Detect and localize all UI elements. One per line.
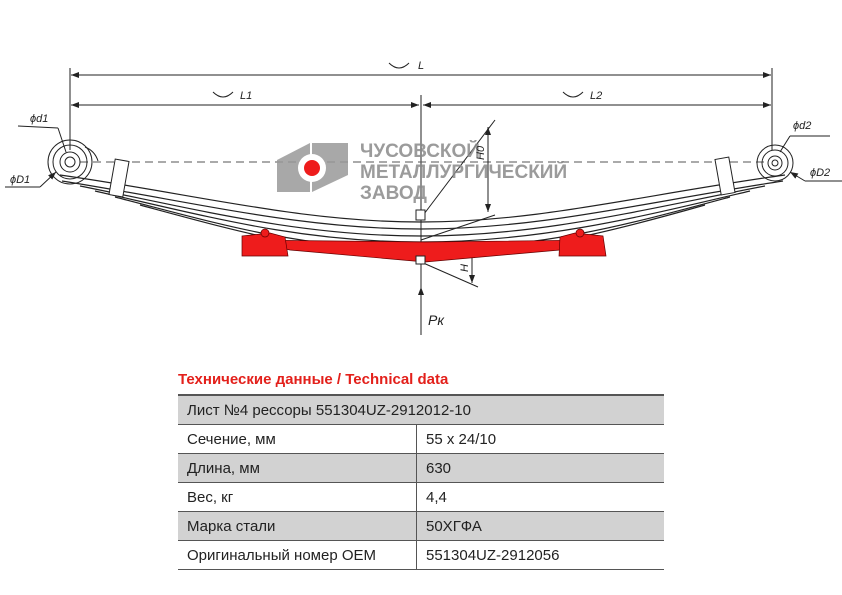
dim-d2-label: ϕd2: [793, 120, 811, 132]
dim-L1-label: L1: [240, 90, 252, 102]
svg-text:ЧУСОВСКОЙ: ЧУСОВСКОЙ: [360, 140, 480, 162]
row-value: 50ХГФА: [416, 511, 664, 541]
row-value: 55 x 24/10: [416, 424, 664, 454]
svg-text:МЕТАЛЛУРГИЧЕСКИЙ: МЕТАЛЛУРГИЧЕСКИЙ: [360, 161, 567, 183]
row-value: 4,4: [416, 482, 664, 512]
part-name: Лист №4 рессоры 551304UZ-2912012-10: [178, 394, 664, 425]
left-eye: [5, 125, 99, 188]
svg-text:ЗАВОД: ЗАВОД: [360, 183, 427, 204]
dim-H-label: H: [459, 264, 471, 272]
row-label: Сечение, мм: [178, 424, 417, 454]
dim-L2-label: L2: [590, 90, 602, 102]
spring-seat-bracket: [241, 228, 607, 263]
leaf-spring-drawing: ЧУСОВСКОЙ МЕТАЛЛУРГИЧЕСКИЙ ЗАВОД L L1 L2…: [5, 60, 842, 335]
dim-D2-label: ϕD2: [810, 167, 830, 179]
row-label: Длина, мм: [178, 453, 417, 483]
table-header-row: Лист №4 рессоры 551304UZ-2912012-10: [178, 394, 664, 425]
dim-L-label: L: [418, 60, 424, 72]
company-logo-watermark: ЧУСОВСКОЙ МЕТАЛЛУРГИЧЕСКИЙ ЗАВОД: [277, 140, 567, 204]
row-label: Вес, кг: [178, 482, 417, 512]
dim-d1-label: ϕd1: [30, 113, 48, 125]
row-label: Оригинальный номер OEM: [178, 540, 417, 570]
dim-H0-label: H0: [475, 145, 487, 160]
technical-data-table: Лист №4 рессоры 551304UZ-2912012-10 Сече…: [178, 394, 664, 570]
dim-D1-label: ϕD1: [10, 174, 30, 186]
right-eye: [756, 135, 842, 182]
row-value: 551304UZ-2912056: [416, 540, 664, 570]
load-label: Pк: [428, 312, 445, 328]
row-label: Марка стали: [178, 511, 417, 541]
technical-data-title: Технические данные / Technical data: [178, 371, 449, 388]
row-value: 630: [416, 453, 664, 483]
